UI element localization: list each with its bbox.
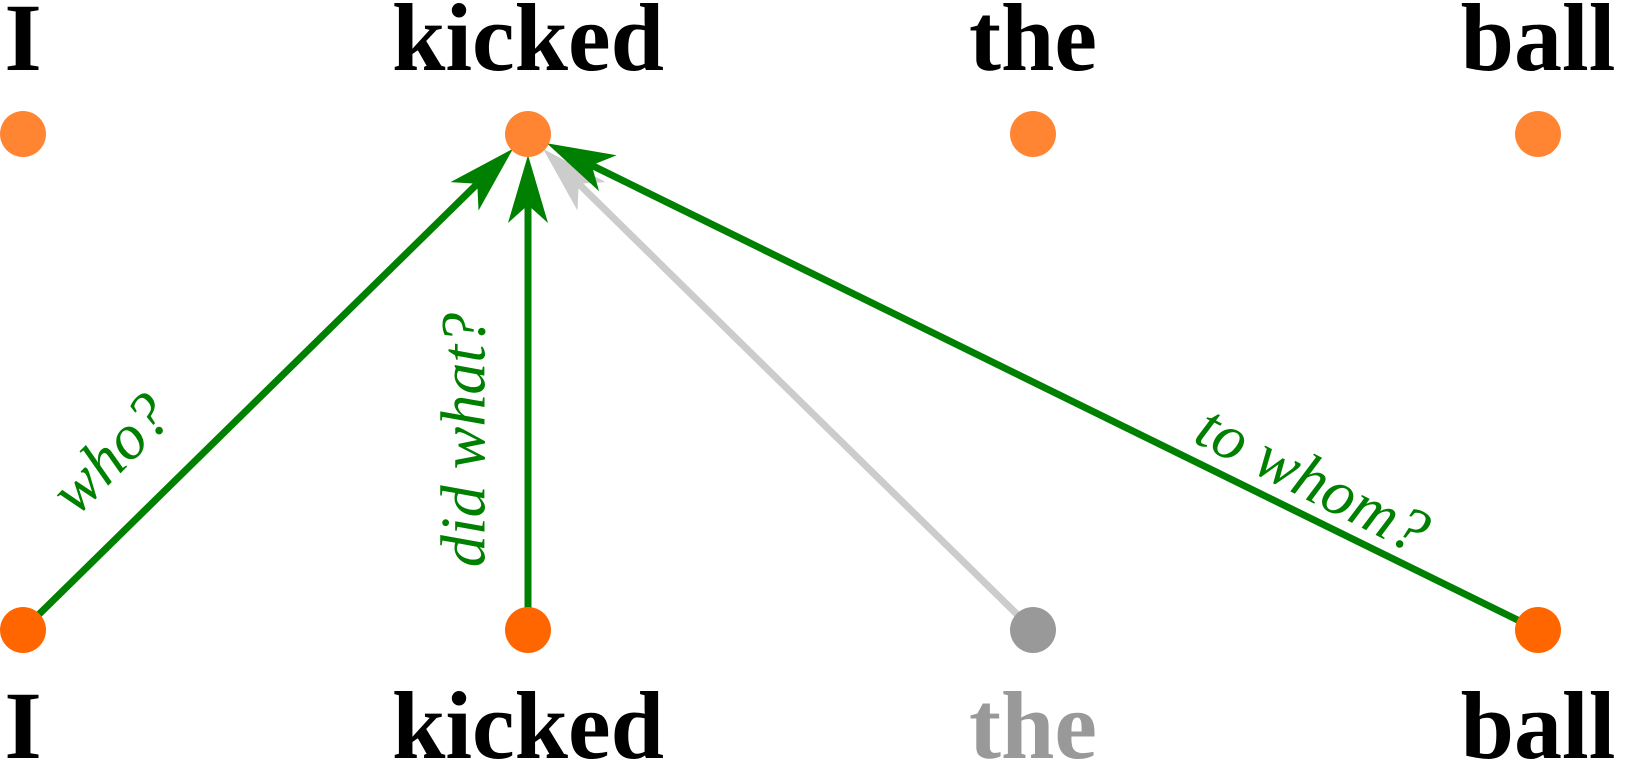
bottom-node-ball [1515,607,1561,653]
edge-the-to-kicked-line [576,181,1036,633]
arrowhead-icon [508,155,548,223]
arrowhead-icon [546,143,617,192]
bottom-node-i [0,607,46,653]
bottom-node-the [1010,607,1056,653]
edge-i-to-kicked-line [20,181,480,633]
arrowhead-icon [543,148,606,211]
top-word-kicked: kicked [392,0,664,91]
top-node-kicked [505,111,551,157]
edge-the-to-kicked [543,148,1036,633]
edge-kicked-to-kicked [508,155,548,630]
nodes-layer [0,111,1561,653]
edge-ball-to-kicked-line [590,162,1540,634]
labels-layer: who?did what?to whom? [36,313,1441,568]
bottom-word-i: I [4,672,41,762]
bottom-word-ball: ball [1461,672,1616,762]
top-word-the: the [969,0,1097,91]
top-node-ball [1515,111,1561,157]
top-node-i [0,111,46,157]
edge-ball-to-kicked [546,143,1540,634]
top-word-ball: ball [1461,0,1616,91]
edges-layer [20,143,1540,634]
arrowhead-icon [450,148,513,211]
bottom-node-kicked [505,607,551,653]
edge-label-did-what: did what? [428,313,499,567]
top-node-the [1010,111,1056,157]
bottom-word-kicked: kicked [392,672,664,762]
top-word-i: I [4,0,41,91]
edge-i-to-kicked [20,148,513,633]
edge-label-who: who? [36,379,184,527]
bottom-word-the: the [969,672,1097,762]
